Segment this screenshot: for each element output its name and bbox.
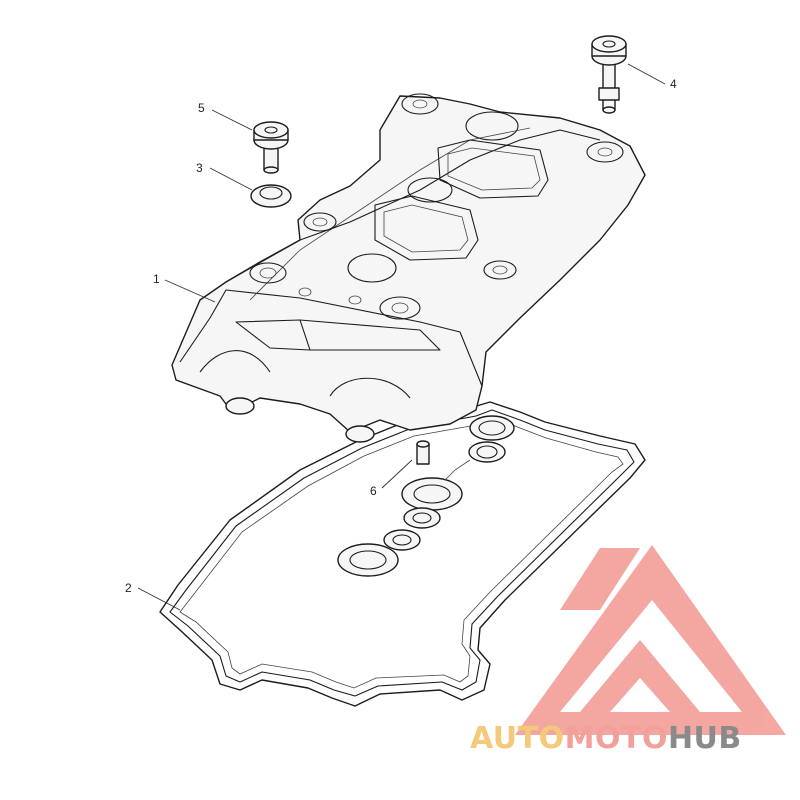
callout-6: 6 (370, 484, 377, 498)
callout-labels: 1 2 3 4 5 6 (125, 77, 677, 595)
callout-4: 4 (670, 77, 677, 91)
dowel-pin (416, 440, 430, 465)
leader-lines (137, 63, 666, 611)
cover-bolt-long (591, 35, 627, 114)
watermark-auto: AUTO (470, 721, 565, 756)
watermark-hub: HUB (668, 721, 742, 756)
valve-cover (171, 93, 646, 443)
cover-bolt-short (253, 121, 289, 174)
logo-g-mark (580, 640, 700, 712)
callout-3: 3 (196, 161, 203, 175)
valve-cover-gasket (159, 401, 646, 707)
callout-2: 2 (125, 581, 132, 595)
callout-1: 1 (153, 272, 160, 286)
watermark-text: AUTOMOTOHUB (470, 721, 742, 756)
seal-washer (250, 184, 292, 208)
logo-m-left (560, 548, 640, 610)
watermark-logo (515, 545, 786, 735)
watermark-moto: MOTO (565, 721, 668, 756)
callout-5: 5 (198, 101, 205, 115)
spark-plug-seals (337, 415, 515, 577)
